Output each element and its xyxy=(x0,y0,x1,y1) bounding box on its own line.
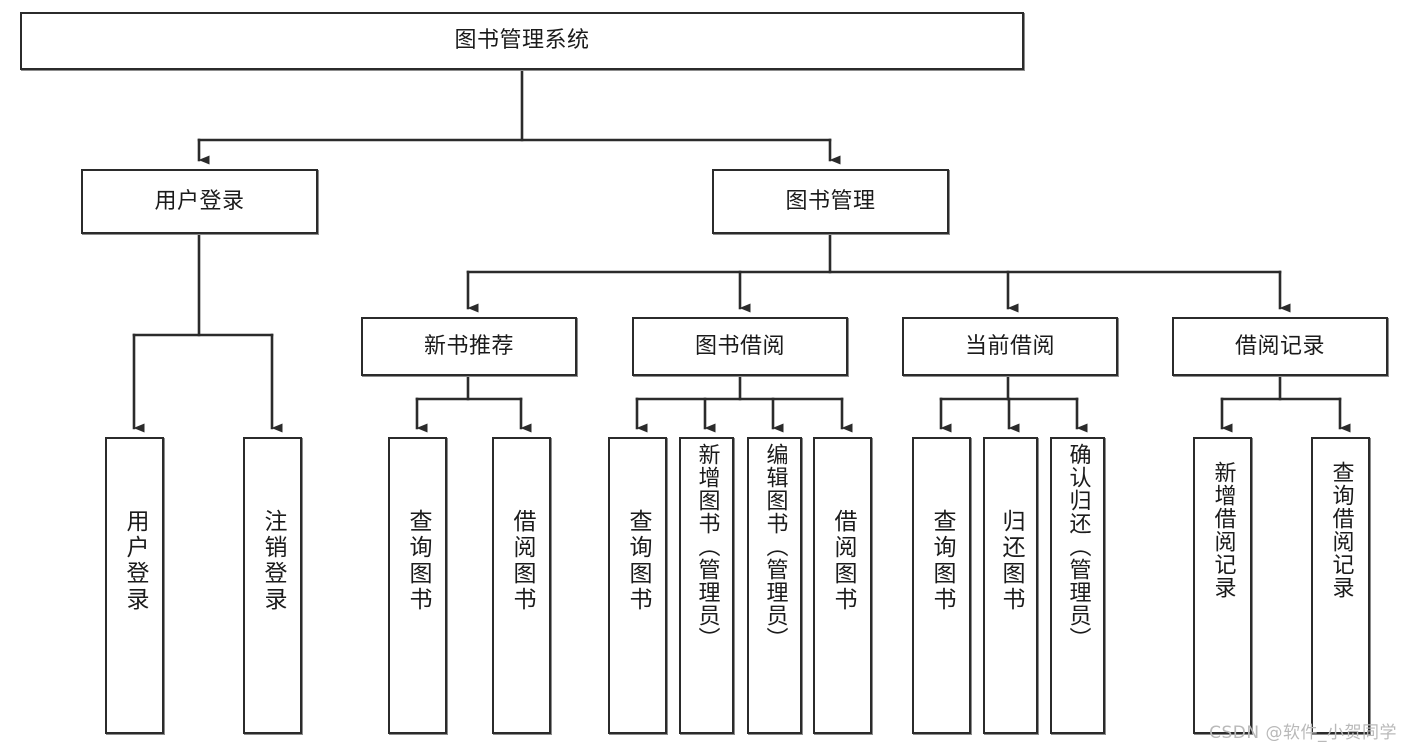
leaf-query-book-3-label: 查询图书 xyxy=(929,509,955,613)
leaf-logout-login-label: 注销登录 xyxy=(260,509,286,613)
node-borrow-record[interactable]: 借阅记录 xyxy=(1172,317,1388,376)
leaf-logout-login[interactable]: 注销登录 xyxy=(243,437,302,734)
node-user-login[interactable]: 用户登录 xyxy=(81,169,318,234)
leaf-edit-book-admin[interactable]: 编辑图书（管理员） xyxy=(747,437,802,734)
node-current-borrow-label: 当前借阅 xyxy=(964,333,1055,359)
leaf-return-book[interactable]: 归还图书 xyxy=(983,437,1038,734)
leaf-add-book-admin[interactable]: 新增图书（管理员） xyxy=(679,437,734,734)
leaf-query-book-2[interactable]: 查询图书 xyxy=(608,437,667,734)
watermark: CSDN @软件_小贺同学 xyxy=(1209,723,1397,743)
node-user-login-label: 用户登录 xyxy=(154,188,245,214)
leaf-borrow-book-2[interactable]: 借阅图书 xyxy=(813,437,872,734)
leaf-query-book-1[interactable]: 查询图书 xyxy=(388,437,447,734)
node-book-borrow[interactable]: 图书借阅 xyxy=(632,317,848,376)
node-new-book-recommend[interactable]: 新书推荐 xyxy=(361,317,577,376)
leaf-query-book-2-label: 查询图书 xyxy=(625,509,651,613)
node-book-management[interactable]: 图书管理 xyxy=(712,169,949,234)
node-borrow-record-label: 借阅记录 xyxy=(1234,333,1325,359)
leaf-return-book-label: 归还图书 xyxy=(998,509,1024,613)
node-new-book-recommend-label: 新书推荐 xyxy=(423,333,514,359)
leaf-query-book-1-label: 查询图书 xyxy=(405,509,431,613)
leaf-borrow-book-1-label: 借阅图书 xyxy=(509,509,535,613)
leaf-query-borrow-record-label: 查询借阅记录 xyxy=(1328,461,1354,599)
leaf-user-login-label: 用户登录 xyxy=(122,509,148,613)
leaf-user-login[interactable]: 用户登录 xyxy=(105,437,164,734)
node-root[interactable]: 图书管理系统 xyxy=(20,12,1024,70)
leaf-borrow-book-2-label: 借阅图书 xyxy=(830,509,856,613)
node-current-borrow[interactable]: 当前借阅 xyxy=(902,317,1118,376)
leaf-confirm-return-admin[interactable]: 确认归还（管理员） xyxy=(1050,437,1105,734)
leaf-borrow-book-1[interactable]: 借阅图书 xyxy=(492,437,551,734)
node-root-label: 图书管理系统 xyxy=(454,28,590,54)
leaf-add-borrow-record-label: 新增借阅记录 xyxy=(1210,461,1236,599)
leaf-edit-book-admin-label: 编辑图书（管理员） xyxy=(762,443,788,650)
node-book-borrow-label: 图书借阅 xyxy=(694,333,785,359)
node-book-management-label: 图书管理 xyxy=(785,188,876,214)
leaf-query-borrow-record[interactable]: 查询借阅记录 xyxy=(1311,437,1370,734)
leaf-confirm-return-admin-label: 确认归还（管理员） xyxy=(1065,443,1091,650)
leaf-query-book-3[interactable]: 查询图书 xyxy=(912,437,971,734)
leaf-add-borrow-record[interactable]: 新增借阅记录 xyxy=(1193,437,1252,734)
leaf-add-book-admin-label: 新增图书（管理员） xyxy=(694,443,720,650)
